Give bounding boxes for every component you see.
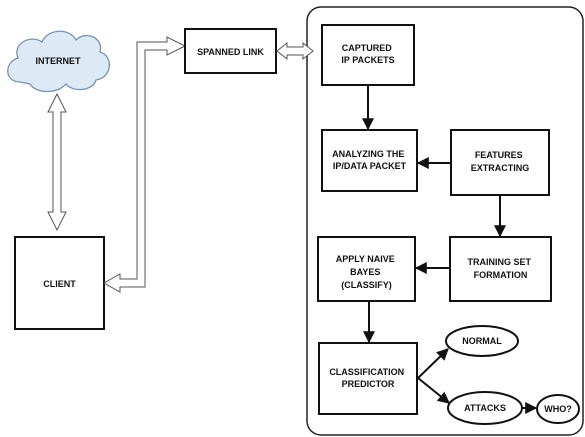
captured-packets-box xyxy=(321,24,415,86)
attacks-label: ATTACKS xyxy=(464,403,506,413)
spanned-captured-link xyxy=(276,41,314,61)
who-label: WHO? xyxy=(544,404,572,414)
normal-label: NORMAL xyxy=(462,336,502,346)
naive-bayes-box xyxy=(317,236,416,302)
arrow-predictor-normal xyxy=(417,348,449,379)
features-box xyxy=(450,129,550,196)
spanned-link-label: SPANNED LINK xyxy=(197,47,264,57)
features-label: FEATURES EXTRACTING xyxy=(471,150,530,173)
system-boundary xyxy=(306,6,584,436)
spanned-link-box xyxy=(184,28,277,74)
internet-cloud: INTERNET xyxy=(7,30,110,93)
captured-packets-label: CAPTURED IP PACKETS xyxy=(341,43,394,65)
client-label: CLIENT xyxy=(43,279,76,289)
internet-client-link xyxy=(47,92,67,232)
analyzing-label: ANALYZING THE IP/DATA PACKET xyxy=(332,149,407,171)
internet-label: INTERNET xyxy=(36,56,82,66)
training-label: TRAINING SET FORMATION xyxy=(467,257,533,280)
predictor-label: CLASSIFICATION PREDICTOR xyxy=(329,367,406,389)
client-box xyxy=(14,236,105,330)
predictor-box xyxy=(318,342,418,415)
arrow-predictor-attacks xyxy=(417,377,450,404)
client-spanned-link xyxy=(102,36,187,293)
naive-bayes-label: APPLY NAIVE BAYES (CLASSIFY) xyxy=(336,254,398,290)
training-box xyxy=(449,236,552,302)
normal-ellipse xyxy=(445,325,519,357)
